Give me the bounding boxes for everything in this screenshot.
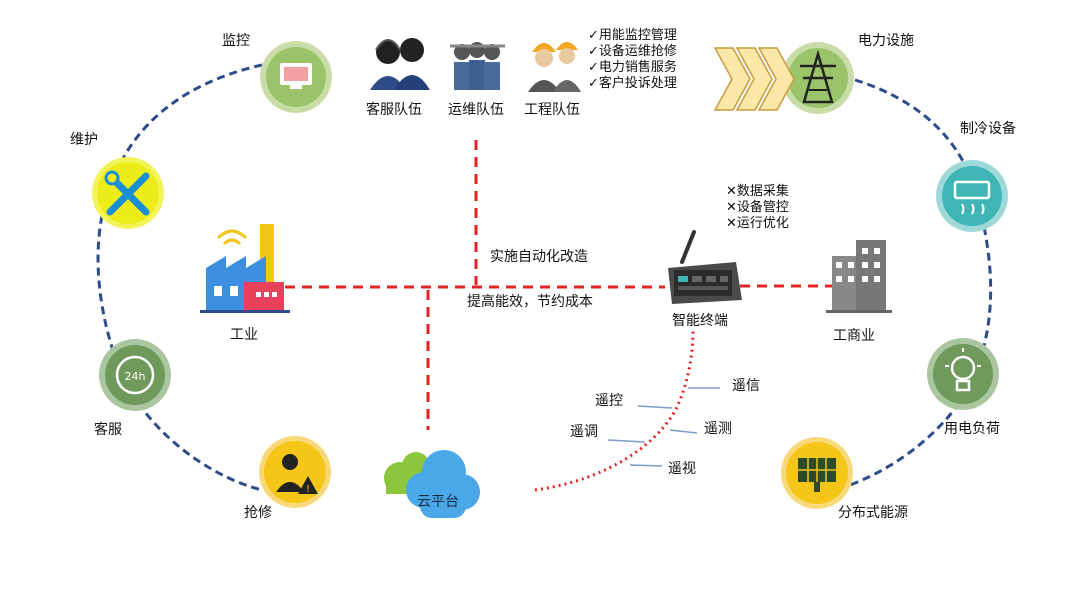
label-industry: 工业 <box>230 327 258 343</box>
buildings-icon <box>826 240 892 313</box>
light-bulb-icon <box>927 338 999 410</box>
team-duties-list: ✓用能监控管理 ✓设备运维抢修 ✓电力销售服务 ✓客户投诉处理 <box>588 28 677 92</box>
label-efficiency: 提高能效，节约成本 <box>467 294 593 310</box>
duty-item: ✓设备运维抢修 <box>588 44 677 59</box>
label-cooling: 制冷设备 <box>960 121 1016 137</box>
duty-item: ✓电力销售服务 <box>588 60 677 75</box>
remote-line-control <box>637 405 673 409</box>
remote-dotted-curve <box>534 329 695 492</box>
power-tower-icon <box>782 42 854 114</box>
label-monitor: 监控 <box>222 33 250 49</box>
smart-terminal-icon <box>668 230 742 304</box>
label-repair: 抢修 <box>244 505 272 521</box>
remote-line-adjust <box>607 439 646 443</box>
label-service: 客服 <box>94 422 122 438</box>
cloud-icon <box>384 450 480 518</box>
label-cloud: 云平台 <box>417 494 459 510</box>
label-terminal: 智能终端 <box>672 313 728 329</box>
monitor-icon <box>260 41 332 113</box>
phone-24h-icon: 24h <box>99 339 171 411</box>
label-engineering-team: 工程队伍 <box>524 102 580 118</box>
label-remote-video: 遥视 <box>668 461 696 477</box>
svg-text:24h: 24h <box>125 370 146 383</box>
air-conditioner-icon <box>936 160 1008 232</box>
duty-item: ✓客户投诉处理 <box>588 76 677 91</box>
remote-line-measure <box>669 429 698 434</box>
function-item: ✕设备管控 <box>726 200 789 215</box>
operations-team-icon <box>450 42 505 90</box>
label-auto-upgrade: 实施自动化改造 <box>490 249 588 265</box>
label-commerce: 工商业 <box>833 328 875 344</box>
left-ring-arc <box>96 63 263 492</box>
label-operations-team: 运维队伍 <box>448 102 504 118</box>
label-power-facility: 电力设施 <box>858 33 914 49</box>
factory-icon <box>200 224 290 313</box>
label-remote-measure: 遥测 <box>704 421 732 437</box>
wrench-icon <box>92 157 164 229</box>
svg-text:!: ! <box>306 484 310 495</box>
label-load: 用电负荷 <box>944 421 1000 437</box>
duty-item: ✓用能监控管理 <box>588 28 677 43</box>
customer-team-icon <box>370 38 430 90</box>
function-item: ✕运行优化 <box>726 216 789 231</box>
remote-line-video <box>629 464 663 467</box>
solar-panel-icon <box>781 437 853 509</box>
label-distributed: 分布式能源 <box>838 505 908 521</box>
engineering-team-icon <box>528 42 581 92</box>
chevron-arrows-icon <box>713 47 795 111</box>
label-remote-control: 遥控 <box>595 393 623 409</box>
label-remote-adjust: 遥调 <box>570 424 598 440</box>
terminal-functions-list: ✕数据采集 ✕设备管控 ✕运行优化 <box>726 184 789 232</box>
function-item: ✕数据采集 <box>726 184 789 199</box>
repair-worker-icon: ! <box>259 436 331 508</box>
label-customer-team: 客服队伍 <box>366 102 422 118</box>
label-remote-signal: 遥信 <box>732 378 760 394</box>
label-maintain: 维护 <box>70 132 98 148</box>
